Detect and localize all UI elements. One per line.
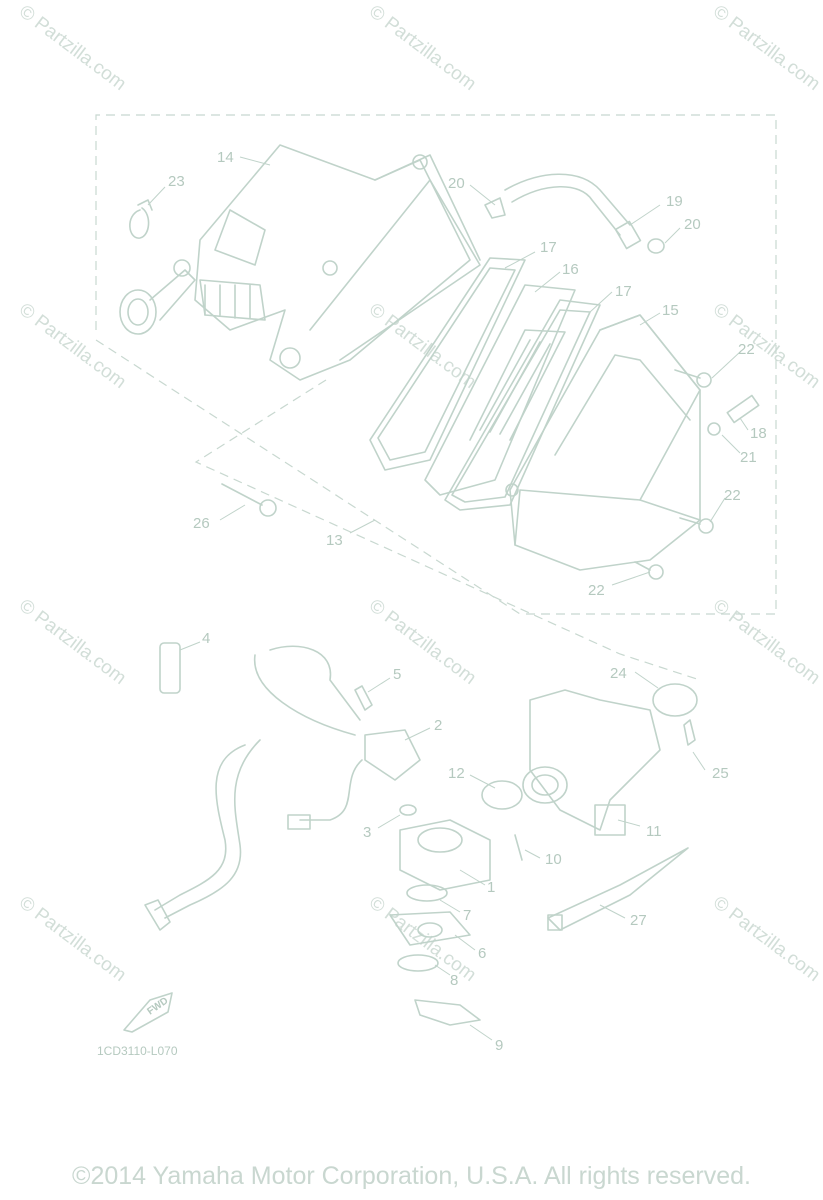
callout-16: 16 bbox=[562, 261, 579, 278]
clip-23 bbox=[129, 199, 153, 239]
callout-5: 5 bbox=[393, 666, 401, 683]
screws bbox=[221, 369, 760, 580]
callout-15: 15 bbox=[662, 302, 679, 319]
callout-10: 10 bbox=[545, 851, 562, 868]
callout-26: 26 bbox=[193, 515, 210, 532]
callout-19: 19 bbox=[666, 193, 683, 210]
callout-23: 23 bbox=[168, 173, 185, 190]
breather-hose bbox=[484, 173, 665, 254]
watermark: © Partzilla.com bbox=[15, 1, 130, 95]
watermark: © Partzilla.com bbox=[15, 892, 130, 986]
callout-1: 1 bbox=[487, 879, 495, 896]
callout-17: 17 bbox=[615, 283, 632, 300]
watermark: © Partzilla.com bbox=[709, 299, 823, 393]
callout-4: 4 bbox=[202, 630, 210, 647]
diagram-code: 1CD3110-L070 bbox=[97, 1044, 178, 1058]
assembly-boundary bbox=[95, 114, 777, 681]
callout-24: 24 bbox=[610, 665, 627, 682]
watermark: © Partzilla.com bbox=[365, 595, 480, 689]
callout-3: 3 bbox=[363, 824, 371, 841]
air-cleaner-case bbox=[119, 144, 481, 381]
callout-12: 12 bbox=[448, 765, 465, 782]
watermark: © Partzilla.com bbox=[709, 595, 823, 689]
callout-6: 6 bbox=[478, 945, 486, 962]
watermark: © Partzilla.com bbox=[15, 299, 130, 393]
callout-21: 21 bbox=[740, 449, 757, 466]
watermark: © Partzilla.com bbox=[15, 595, 130, 689]
callout-20: 20 bbox=[448, 175, 465, 192]
callout-2: 2 bbox=[434, 717, 442, 734]
air-cleaner-cap bbox=[505, 314, 701, 571]
callout-13: 13 bbox=[326, 532, 343, 549]
callout-11: 11 bbox=[646, 823, 662, 840]
copyright-notice: ©2014 Yamaha Motor Corporation, U.S.A. A… bbox=[72, 1162, 751, 1190]
callout-22: 22 bbox=[588, 582, 605, 599]
callout-8: 8 bbox=[450, 972, 458, 989]
fwd-label: FWD bbox=[145, 995, 170, 1017]
watermark: © Partzilla.com bbox=[709, 1, 823, 95]
callout-25: 25 bbox=[712, 765, 729, 782]
watermark: © Partzilla.com bbox=[365, 299, 480, 393]
callout-20: 20 bbox=[684, 216, 701, 233]
throttle-body-group bbox=[123, 642, 698, 1033]
callout-18: 18 bbox=[750, 425, 767, 442]
callout-7: 7 bbox=[463, 907, 471, 924]
callout-9: 9 bbox=[495, 1037, 503, 1054]
leader-lines bbox=[147, 156, 749, 1041]
callout-27: 27 bbox=[630, 912, 647, 929]
watermark: © Partzilla.com bbox=[365, 1, 480, 95]
callout-17: 17 bbox=[540, 239, 557, 256]
callout-14: 14 bbox=[217, 149, 234, 166]
filter-elements bbox=[369, 257, 601, 511]
watermark: © Partzilla.com bbox=[709, 892, 823, 986]
callout-22: 22 bbox=[738, 341, 755, 358]
callouts: 14 23 20 19 20 17 16 17 15 22 18 21 22 2… bbox=[168, 149, 767, 1054]
callout-22: 22 bbox=[724, 487, 741, 504]
